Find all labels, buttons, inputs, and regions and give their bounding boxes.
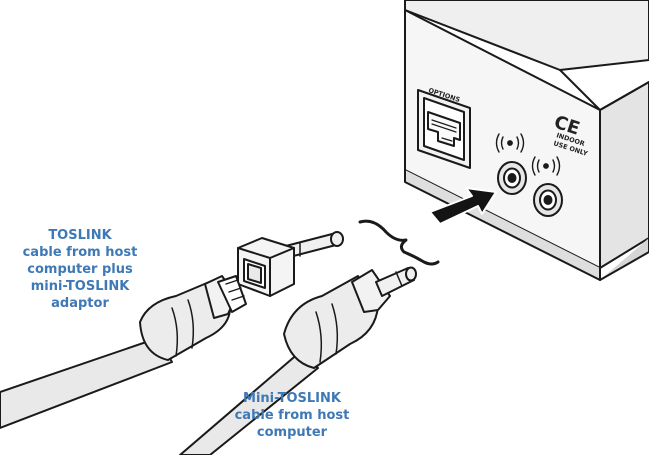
bracket (358, 219, 440, 266)
options-port[interactable] (417, 89, 471, 169)
callout-line: TOSLINK (48, 228, 112, 243)
callout-line: cable from host (22, 245, 138, 260)
mini-toslink-callout: Mini-TOSLINK cable from host computer (222, 390, 362, 441)
insert-arrow-icon (429, 187, 497, 225)
callout-line: cable from host (234, 408, 350, 423)
toslink-callout: TOSLINK cable from host computer plus mi… (10, 227, 150, 312)
mini-toslink-cable (179, 266, 417, 455)
optical-socket-1[interactable] (497, 161, 527, 195)
callout-line: computer plus (27, 262, 133, 277)
mini-toslink-adaptor (237, 231, 344, 297)
callout-line: adaptor (51, 296, 109, 311)
rj45-port-icon (427, 111, 461, 147)
callout-line: Mini-TOSLINK (243, 391, 341, 406)
callout-line: computer (256, 425, 328, 440)
toslink-cable (0, 275, 247, 429)
optical-socket-2[interactable] (533, 183, 563, 217)
optical-output-icon (531, 156, 561, 176)
callout-line: mini-TOSLINK (30, 279, 130, 294)
optical-output-icon (495, 133, 525, 153)
